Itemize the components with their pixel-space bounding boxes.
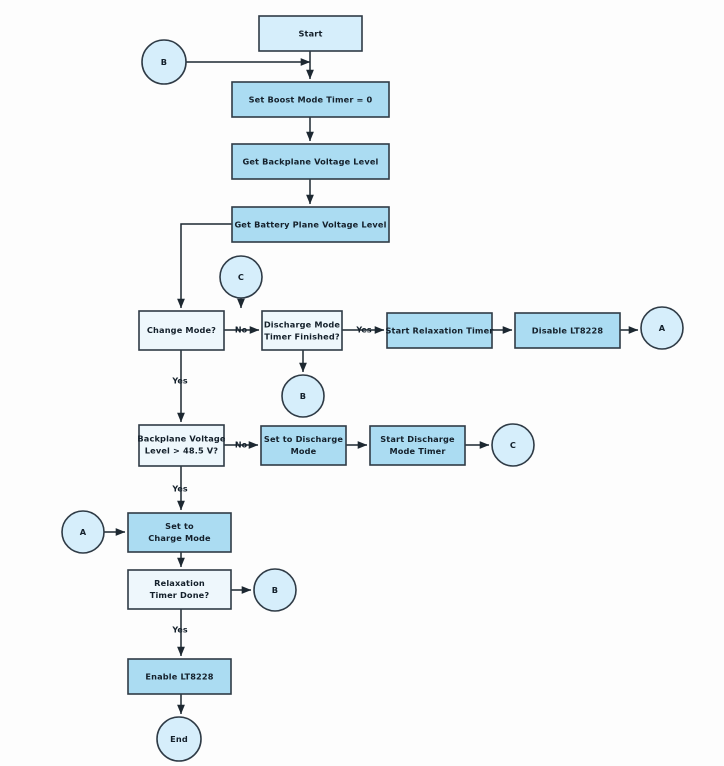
node-connector-a-left[interactable]: A (61, 510, 105, 554)
node-disable-lt8228-label: Disable LT8228 (532, 326, 604, 336)
node-relaxation-timer-done-decision-shape[interactable] (127, 569, 232, 610)
node-start-discharge-mode-timer-line-1: Start Discharge (380, 434, 455, 444)
node-connector-b-mid-label: B (300, 391, 306, 401)
node-relaxation-timer-done-line-1: Relaxation (154, 578, 205, 588)
edge-label-discharge-done-yes: Yes (355, 326, 371, 335)
node-set-to-charge-mode-line-2: Charge Mode (148, 533, 211, 543)
node-get-backplane-voltage[interactable]: Get Backplane Voltage Level (231, 143, 390, 180)
node-change-mode-decision-label: Change Mode? (147, 325, 216, 335)
node-start-relaxation-timer-shape[interactable] (386, 312, 493, 349)
node-start-label: Start (298, 29, 322, 39)
node-connector-a-left-shape[interactable] (61, 510, 105, 554)
node-connector-b-mid[interactable]: B (281, 374, 325, 418)
node-start-discharge-mode-timer-line-2: Mode Timer (389, 446, 446, 456)
node-connector-b-top-shape[interactable] (141, 39, 187, 85)
node-connector-b-bottom-label: B (272, 585, 278, 595)
node-layer: Start B Set Boost Mode Timer = 0 Get Bac… (61, 15, 684, 762)
node-backplane-voltage-threshold-decision-shape[interactable] (138, 424, 225, 467)
node-discharge-timer-finished-line-2: Timer Finished? (264, 332, 340, 342)
node-discharge-timer-finished-line-1: Discharge Mode (264, 320, 341, 330)
node-connector-b-top-label: B (161, 57, 167, 67)
node-end-shape[interactable] (156, 716, 202, 762)
node-change-mode-decision-shape[interactable] (138, 310, 225, 351)
edge-label-change-mode-no: No (235, 326, 248, 335)
node-set-boost-mode-timer-shape[interactable] (231, 81, 390, 118)
node-end-label: End (170, 734, 188, 744)
node-set-to-charge-mode-shape[interactable] (127, 512, 232, 553)
node-connector-c-top[interactable]: C (219, 255, 263, 299)
edge-label-backplane-yes: Yes (171, 485, 187, 494)
node-connector-c-mid-label: C (510, 440, 516, 450)
node-get-battery-plane-voltage-shape[interactable] (231, 206, 390, 243)
node-connector-a-right-label: A (659, 323, 666, 333)
node-enable-lt8228[interactable]: Enable LT8228 (127, 658, 232, 695)
node-start-shape[interactable] (258, 15, 363, 52)
node-set-to-charge-mode[interactable]: Set to Charge Mode (127, 512, 232, 553)
node-backplane-threshold-line-2: Level > 48.5 V? (145, 446, 219, 456)
node-set-to-charge-mode-line-1: Set to (165, 521, 194, 531)
node-start-discharge-mode-timer-shape[interactable] (369, 425, 466, 466)
node-connector-a-right-shape[interactable] (640, 306, 684, 350)
node-disable-lt8228[interactable]: Disable LT8228 (514, 312, 621, 349)
node-connector-a-left-label: A (80, 527, 87, 537)
node-set-to-discharge-mode[interactable]: Set to Discharge Mode (260, 425, 347, 466)
node-set-to-discharge-mode-line-2: Mode (291, 446, 317, 456)
node-connector-b-bottom-shape[interactable] (253, 568, 297, 612)
node-enable-lt8228-label: Enable LT8228 (145, 672, 213, 682)
node-enable-lt8228-shape[interactable] (127, 658, 232, 695)
node-connector-b-mid-shape[interactable] (281, 374, 325, 418)
node-connector-b-bottom[interactable]: B (253, 568, 297, 612)
node-connector-c-top-shape[interactable] (219, 255, 263, 299)
node-connector-c-top-label: C (238, 272, 244, 282)
edge-label-relax-done-yes: Yes (171, 626, 187, 635)
node-start-relaxation-timer[interactable]: Start Relaxation Timer (386, 312, 495, 349)
node-start-discharge-mode-timer[interactable]: Start Discharge Mode Timer (369, 425, 466, 466)
edge-battery-to-change-mode (177, 223, 232, 309)
node-end[interactable]: End (156, 716, 202, 762)
node-start[interactable]: Start (258, 15, 363, 52)
node-connector-c-mid[interactable]: C (491, 423, 535, 467)
node-get-battery-plane-voltage[interactable]: Get Battery Plane Voltage Level (231, 206, 390, 243)
edge-label-change-mode-yes: Yes (171, 377, 187, 386)
node-change-mode-decision[interactable]: Change Mode? (138, 310, 225, 351)
node-set-boost-mode-timer[interactable]: Set Boost Mode Timer = 0 (231, 81, 390, 118)
edge-label-layer: No Yes Yes No Yes Yes (171, 326, 371, 635)
edge-layer (104, 51, 639, 715)
node-relaxation-timer-done-decision[interactable]: Relaxation Timer Done? (127, 569, 232, 610)
node-connector-a-right[interactable]: A (640, 306, 684, 350)
node-discharge-timer-finished-decision[interactable]: Discharge Mode Timer Finished? (261, 310, 343, 351)
node-start-relaxation-timer-label: Start Relaxation Timer (386, 326, 495, 336)
node-disable-lt8228-shape[interactable] (514, 312, 621, 349)
node-backplane-voltage-threshold-decision[interactable]: Backplane Voltage Level > 48.5 V? (137, 424, 226, 467)
node-get-battery-plane-voltage-label: Get Battery Plane Voltage Level (234, 220, 386, 230)
node-set-to-discharge-mode-shape[interactable] (260, 425, 347, 466)
node-set-to-discharge-mode-line-1: Set to Discharge (264, 434, 343, 444)
node-get-backplane-voltage-label: Get Backplane Voltage Level (242, 157, 378, 167)
node-connector-b-top[interactable]: B (141, 39, 187, 85)
node-backplane-threshold-line-1: Backplane Voltage (137, 434, 226, 444)
node-connector-c-mid-shape[interactable] (491, 423, 535, 467)
node-set-boost-mode-timer-label: Set Boost Mode Timer = 0 (249, 95, 373, 105)
node-discharge-timer-finished-decision-shape[interactable] (261, 310, 343, 351)
node-get-backplane-voltage-shape[interactable] (231, 143, 390, 180)
node-relaxation-timer-done-line-2: Timer Done? (150, 590, 210, 600)
edge-label-backplane-no: No (235, 441, 248, 450)
